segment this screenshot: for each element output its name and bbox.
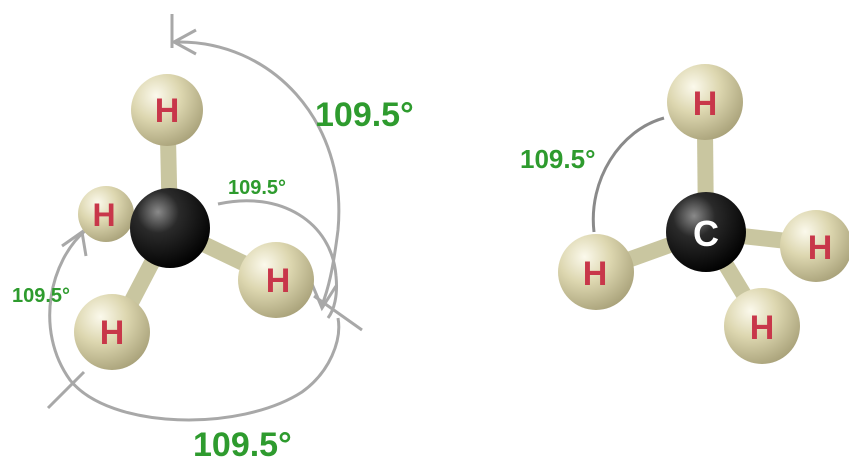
- large-arc-arrow-bottom: [310, 283, 338, 312]
- left-hydrogen-atom-top: [131, 74, 203, 146]
- right-hydrogen-atom-top: [667, 64, 743, 140]
- right-reference-line: [313, 294, 363, 332]
- left-hydrogen-atom-right: [238, 242, 314, 318]
- right-angle-arc: [591, 116, 665, 233]
- bottom-left-reference-line: [46, 370, 86, 410]
- right-carbon-atom: [666, 192, 746, 272]
- right-hydrogen-label-right: H: [808, 229, 833, 267]
- left-hydrogen-atom-bottom: [74, 294, 150, 370]
- left-angle-arcs: [46, 14, 363, 422]
- right-hydrogen-atom-right: [780, 210, 849, 282]
- small-angle-arc-center: [217, 199, 338, 319]
- left-hydrogen-label-right: H: [266, 262, 291, 300]
- left-methane-molecule: H H H H 109.5° 109.5° 109.5° 109.5°: [12, 14, 414, 464]
- right-hydrogen-label-bottom: H: [750, 309, 775, 347]
- right-hydrogen-atom-bottom: [724, 288, 800, 364]
- left-hydrogen-atom-left: [78, 186, 134, 242]
- angle-label-top-right: 109.5°: [315, 96, 414, 134]
- angle-label-left: 109.5°: [12, 285, 70, 307]
- right-carbon-label: C: [693, 213, 719, 254]
- angle-label-center: 109.5°: [228, 177, 286, 199]
- angle-label-bottom: 109.5°: [193, 426, 292, 464]
- left-carbon-atom: [130, 188, 210, 268]
- right-hydrogen-label-top: H: [693, 85, 718, 123]
- right-angle-label: 109.5°: [520, 144, 595, 174]
- right-hydrogen-atom-left: [558, 234, 634, 310]
- left-hydrogen-label-bottom: H: [100, 314, 125, 352]
- large-angle-arc-top-right: [175, 40, 341, 306]
- right-methane-molecule: C H H H H 109.5°: [520, 64, 849, 364]
- bottom-arc-arrow-left: [61, 229, 88, 257]
- bottom-angle-arc: [48, 228, 341, 422]
- large-arc-arrow-top: [170, 28, 197, 56]
- right-hydrogen-label-left: H: [583, 255, 608, 293]
- left-hydrogen-label-top: H: [155, 92, 180, 130]
- left-hydrogen-label-left: H: [92, 197, 115, 233]
